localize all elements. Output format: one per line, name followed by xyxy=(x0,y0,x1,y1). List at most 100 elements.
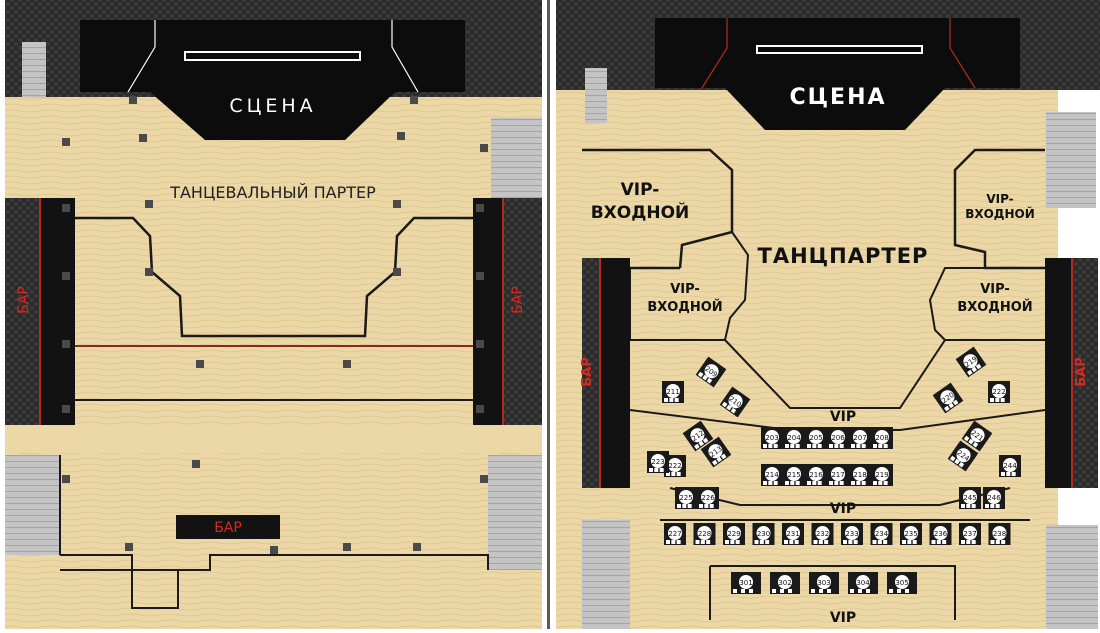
table-left-211[interactable]: 211 xyxy=(662,381,684,403)
left-stage-label: СЦЕНА xyxy=(229,95,316,117)
table-left-226[interactable]: 226 xyxy=(697,487,719,509)
table-number: 219 xyxy=(875,471,888,479)
table-left-223[interactable]: 223 xyxy=(647,451,669,473)
table-number: 206 xyxy=(831,434,845,442)
table-left-213[interactable]: 213 xyxy=(700,436,732,468)
table-228[interactable]: 228 xyxy=(693,523,716,545)
left-stairs-top xyxy=(22,42,46,98)
table-number: 211 xyxy=(666,388,679,396)
left-pillars xyxy=(62,96,488,554)
table-234[interactable]: 234 xyxy=(870,523,893,545)
left-stairs-bottom-right xyxy=(488,455,542,570)
right-bar-right-label: БАР xyxy=(1074,357,1089,387)
table-number: 234 xyxy=(875,530,889,538)
table-number: 231 xyxy=(786,530,799,538)
table-number: 218 xyxy=(853,471,866,479)
right-stage-label: СЦЕНА xyxy=(789,85,886,110)
table-number: 246 xyxy=(987,494,1001,502)
table-number: 232 xyxy=(816,530,829,538)
table-number: 304 xyxy=(856,579,870,587)
table-number: 238 xyxy=(993,530,1006,538)
table-number: 301 xyxy=(739,579,752,587)
table-205[interactable]: 205 xyxy=(805,427,827,449)
table-left-225[interactable]: 225 xyxy=(675,487,697,509)
right-stairs-bottom-left xyxy=(582,520,630,629)
table-231[interactable]: 231 xyxy=(782,523,804,545)
table-305[interactable]: 305 xyxy=(887,572,917,594)
left-bar-right-label: БАР xyxy=(510,286,526,314)
table-214[interactable]: 214 xyxy=(761,464,783,486)
right-stage-screen xyxy=(756,45,923,54)
table-301[interactable]: 301 xyxy=(731,572,761,594)
vip-entrance-top-left-line2: ВХОДНОЙ xyxy=(591,201,690,223)
table-number: 207 xyxy=(853,434,866,442)
table-number: 245 xyxy=(963,494,976,502)
table-left-222[interactable]: 222 xyxy=(664,455,686,477)
table-right-222-7[interactable]: 222 xyxy=(988,381,1010,403)
table-left-209[interactable]: 209 xyxy=(695,356,727,388)
right-stairs-right xyxy=(1046,112,1096,208)
table-204[interactable]: 204 xyxy=(783,427,805,449)
left-stage xyxy=(80,20,465,140)
left-bar-bottom xyxy=(176,515,280,539)
table-number: 205 xyxy=(809,434,822,442)
table-right-224-3[interactable]: 224 xyxy=(947,440,979,472)
vip-tables: 203 204 205 206 207 208 214 215 216 217 218 219 227 2… xyxy=(647,346,1021,594)
table-208[interactable]: 208 xyxy=(871,427,893,449)
vip-zone-label-1: VIP xyxy=(830,409,856,425)
table-304[interactable]: 304 xyxy=(848,572,878,594)
table-302[interactable]: 302 xyxy=(770,572,800,594)
table-number: 217 xyxy=(831,471,844,479)
table-207[interactable]: 207 xyxy=(849,427,871,449)
table-number: 214 xyxy=(765,471,779,479)
table-number: 216 xyxy=(809,471,823,479)
table-236[interactable]: 236 xyxy=(929,523,952,545)
table-218[interactable]: 218 xyxy=(849,464,871,486)
table-235[interactable]: 235 xyxy=(900,523,922,545)
vip-entrance-mid-right-line1: VIP- xyxy=(980,282,1010,297)
table-219[interactable]: 219 xyxy=(871,464,893,486)
table-227[interactable]: 227 xyxy=(664,523,686,545)
table-left-210[interactable]: 210 xyxy=(719,386,751,418)
table-206[interactable]: 206 xyxy=(827,427,849,449)
table-number: 228 xyxy=(698,530,711,538)
right-stage xyxy=(655,18,1020,130)
table-number: 226 xyxy=(701,494,715,502)
table-number: 233 xyxy=(845,530,858,538)
table-216[interactable]: 216 xyxy=(805,464,827,486)
table-left-212[interactable]: 212 xyxy=(682,420,714,452)
right-bar-left-label: БАР xyxy=(580,357,595,387)
table-right-245-5[interactable]: 245 xyxy=(959,487,981,509)
table-number: 215 xyxy=(787,471,800,479)
vip-zone-label-3: VIP xyxy=(830,610,856,626)
table-230[interactable]: 230 xyxy=(752,523,775,545)
left-bar-bottom-label: БАР xyxy=(214,520,242,536)
table-number: 305 xyxy=(895,579,908,587)
table-238[interactable]: 238 xyxy=(988,523,1011,545)
table-number: 229 xyxy=(727,530,740,538)
table-203[interactable]: 203 xyxy=(761,427,783,449)
table-right-246-6[interactable]: 246 xyxy=(983,487,1005,509)
table-232[interactable]: 232 xyxy=(811,523,834,545)
vip-entrance-top-left-line1: VIP- xyxy=(621,180,660,200)
table-217[interactable]: 217 xyxy=(827,464,849,486)
table-number: 204 xyxy=(787,434,801,442)
vip-entrance-mid-left-line1: VIP- xyxy=(670,282,700,297)
table-number: 208 xyxy=(875,434,888,442)
table-303[interactable]: 303 xyxy=(809,572,839,594)
table-number: 230 xyxy=(757,530,770,538)
table-right-219-0[interactable]: 219 xyxy=(955,346,987,378)
table-number: 222 xyxy=(992,388,1005,396)
table-233[interactable]: 233 xyxy=(841,523,863,545)
table-229[interactable]: 229 xyxy=(723,523,745,545)
table-237[interactable]: 237 xyxy=(959,523,981,545)
left-dance-floor-label: ТАНЦЕВАЛЬНЫЙ ПАРТЕР xyxy=(169,183,376,202)
right-stairs-bottom-right xyxy=(1046,525,1098,629)
table-215[interactable]: 215 xyxy=(783,464,805,486)
table-number: 235 xyxy=(904,530,917,538)
table-right-244-4[interactable]: 244 xyxy=(999,455,1021,477)
table-right-221-2[interactable]: 221 xyxy=(961,420,993,452)
table-right-220-1[interactable]: 220 xyxy=(932,382,964,414)
table-number: 203 xyxy=(765,434,778,442)
